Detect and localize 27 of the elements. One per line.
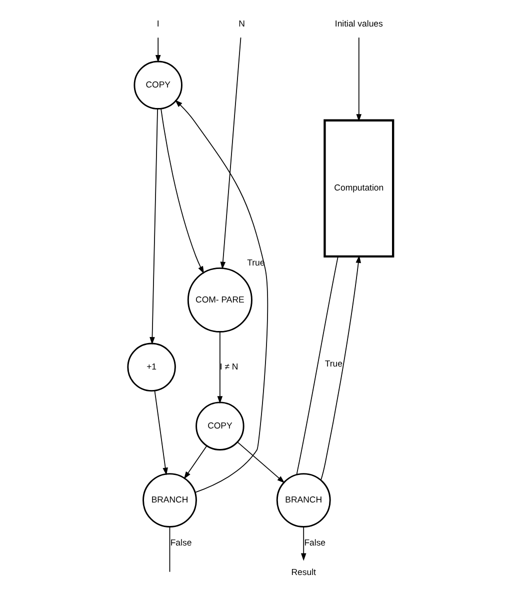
node-circle: BRANCH: [142, 473, 196, 528]
arrow: [356, 37, 362, 122]
arrow: [149, 108, 158, 345]
node-circle: +1: [126, 342, 176, 392]
arrow: [160, 108, 204, 274]
node-text: I: [156, 18, 159, 29]
arrow: [236, 442, 284, 484]
arrow: [216, 332, 222, 404]
arrow: [220, 37, 241, 270]
edge-label: I ≠ N: [219, 361, 238, 372]
arrow: [320, 255, 361, 480]
edge-label: False: [170, 537, 192, 548]
node-circle: COPY: [195, 402, 244, 450]
connector: [168, 526, 170, 572]
node-circle: COM- PARE: [186, 267, 252, 332]
arrow: [174, 100, 268, 493]
edge-label: True: [324, 358, 342, 368]
arrow: [154, 37, 160, 63]
node-text: Initial values: [334, 18, 382, 29]
node-text: N: [238, 18, 244, 29]
node-text: Result: [290, 566, 316, 577]
arrow: [300, 526, 306, 561]
node-box: Computation: [323, 119, 394, 258]
arrow: [154, 390, 168, 476]
edge-label: False: [304, 537, 326, 548]
arrow: [183, 446, 207, 480]
connector: [296, 256, 338, 476]
